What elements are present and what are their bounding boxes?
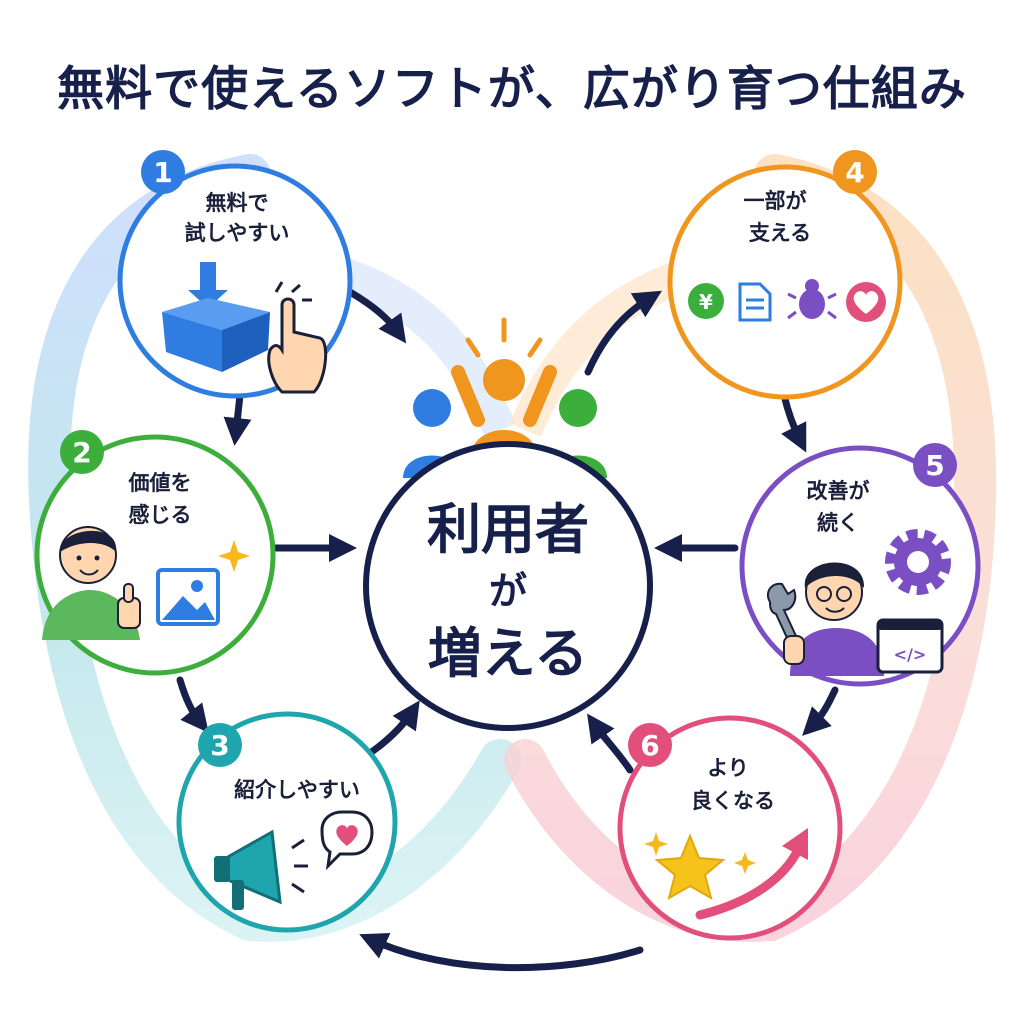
smiling-person-thumbs-up-icon	[42, 526, 141, 640]
node-6-label-line-2: 良くなる	[691, 789, 775, 813]
node-3-number: 3	[210, 729, 229, 762]
node-2-label-line-2: 感じる	[129, 503, 192, 527]
image-icon	[156, 568, 220, 626]
node-3-badge	[198, 723, 242, 767]
developer-with-wrench-icon	[766, 562, 884, 676]
node-4-label-line-1: 一部が	[744, 189, 807, 213]
node-4-label-line-2: 支える	[749, 221, 811, 245]
sparkle-icon	[218, 540, 250, 572]
node-2-label-line-1: 価値を	[128, 471, 192, 495]
heart-speech-bubble-icon	[320, 810, 374, 871]
node-1-label-line-2: 試しやすい	[185, 221, 290, 245]
svg-text:</>: </>	[894, 645, 927, 664]
arrow-1-to-center	[346, 288, 407, 344]
center-node: 利用者 が 増える	[363, 441, 653, 731]
download-box-icon	[162, 262, 270, 372]
node-1-number: 1	[153, 156, 172, 189]
page-title: 無料で使えるソフトが、広がり育つ仕組み	[57, 62, 967, 117]
node-5-label-line-1: 改善が	[807, 479, 870, 503]
gear-icon	[885, 529, 951, 595]
node-6-badge	[628, 723, 672, 767]
bug-icon	[787, 279, 837, 320]
node-4-badge	[833, 150, 877, 194]
left-loop-band	[28, 154, 521, 942]
pointing-hand-icon	[267, 281, 328, 394]
heart-icon	[846, 282, 886, 322]
arrow-4-to-5	[780, 391, 807, 453]
megaphone-icon	[214, 829, 308, 910]
arrow-1-to-2	[223, 391, 252, 446]
center-line-1: 利用者	[427, 498, 589, 561]
node-5-continuous-improvement: 5 改善が 続く </>	[739, 443, 981, 687]
node-5-badge	[913, 443, 957, 487]
node-1-badge	[141, 150, 185, 194]
node-2-feel-value: 2 価値を 感じる	[34, 430, 276, 676]
node-1-label-line-1: 無料で	[206, 191, 269, 215]
node-5-label-line-2: 続く	[817, 511, 859, 535]
node-2-number: 2	[72, 436, 91, 469]
arrow-center-to-4	[584, 290, 662, 376]
document-icon	[738, 282, 772, 322]
arrow-6-to-center	[587, 713, 634, 774]
code-window-icon: </>	[876, 618, 944, 674]
sparkle-icon-small	[734, 852, 756, 874]
center-line-2: が	[489, 569, 527, 613]
left-upper-band	[324, 253, 516, 437]
rising-arrow-icon	[695, 828, 808, 920]
node-1-free-trial: 1 無料で 試しやすい	[117, 150, 353, 399]
node-2-badge	[60, 430, 104, 474]
arrow-5-to-6	[802, 686, 839, 736]
node-6-number: 6	[640, 729, 659, 762]
star-icon	[654, 833, 726, 901]
node-3-easy-to-recommend: 3 紹介しやすい	[176, 711, 398, 933]
node-4-number: 4	[845, 156, 864, 189]
node-3-label-line-1: 紹介しやすい	[234, 778, 360, 802]
cheer-rays-icon	[465, 317, 543, 358]
node-6-gets-better: 6 より 良くなる	[617, 715, 843, 941]
arrow-2-to-3	[176, 676, 209, 733]
arrow-6-to-3	[359, 932, 644, 972]
center-line-3: 増える	[428, 622, 588, 685]
svg-text:¥: ¥	[699, 290, 713, 314]
sparkle-icon	[644, 832, 668, 856]
node-4-partially-supported: 4 一部が 支える ¥	[667, 150, 903, 400]
yen-coin-icon: ¥	[688, 283, 724, 319]
node-6-label-line-1: より	[707, 756, 749, 780]
node-5-number: 5	[925, 449, 944, 482]
